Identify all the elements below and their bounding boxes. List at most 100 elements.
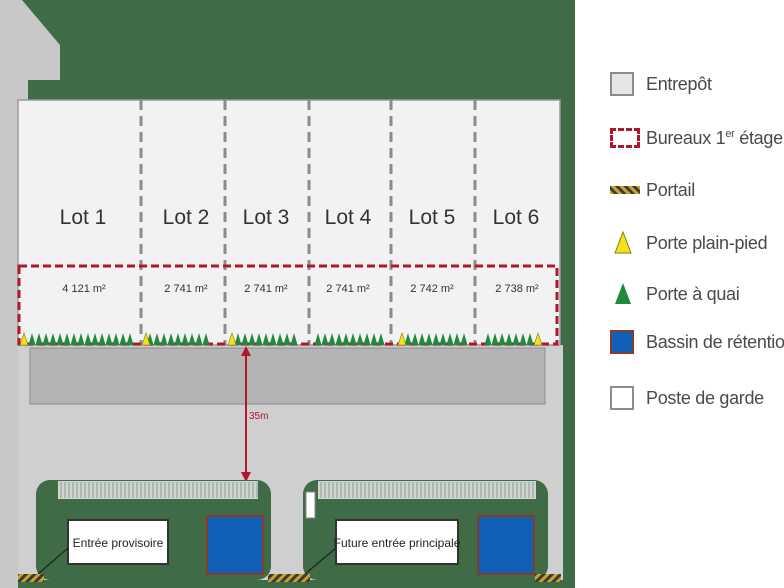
lot-name: Lot 1 bbox=[60, 206, 107, 229]
dock-door-icon bbox=[49, 333, 57, 345]
dock-door-icon bbox=[505, 333, 513, 345]
dock-door-icon bbox=[491, 333, 499, 345]
dock-door-icon bbox=[283, 333, 291, 345]
lot-name: Lot 3 bbox=[243, 206, 290, 229]
dock-door-icon bbox=[234, 333, 242, 345]
parking-left bbox=[58, 481, 258, 499]
dock-door-icon bbox=[262, 333, 270, 345]
legend-label: Portail bbox=[646, 179, 695, 200]
dock-door-icon bbox=[77, 333, 85, 345]
dock-door-icon bbox=[321, 333, 329, 345]
legend-bureaux-sup: er bbox=[725, 127, 735, 140]
legend-item-portail: Portail bbox=[610, 172, 780, 208]
dock-door-icon bbox=[425, 333, 433, 345]
dock-door-icon bbox=[460, 333, 468, 345]
office-outline-swatch-icon bbox=[610, 125, 640, 151]
lot-area: 2 738 m² bbox=[495, 283, 539, 295]
dock-door-icon bbox=[453, 333, 461, 345]
dock-door-icon bbox=[70, 333, 78, 345]
arrow-up-icon bbox=[241, 346, 251, 356]
legend-label: Bureaux 1er étage bbox=[646, 128, 783, 149]
guard-post bbox=[305, 491, 316, 519]
arrow-down-icon bbox=[241, 472, 251, 482]
green-triangle-icon bbox=[610, 281, 636, 307]
guard-post-swatch-icon bbox=[610, 385, 636, 411]
legend-item-porte-quai: Porte à quai bbox=[610, 276, 780, 312]
legend-label: Porte à quai bbox=[646, 283, 740, 304]
dock-door-icon bbox=[276, 333, 284, 345]
dock-door-icon bbox=[411, 333, 419, 345]
dock-door-icon bbox=[484, 333, 492, 345]
warehouse-building bbox=[17, 99, 561, 346]
entrance-label-box bbox=[67, 519, 169, 565]
dock-door-icon bbox=[167, 333, 175, 345]
gate-portail bbox=[18, 574, 44, 582]
legend-label: Porte plain-pied bbox=[646, 232, 768, 253]
lot-dividers bbox=[139, 100, 477, 345]
plain-pied-door-icon bbox=[227, 332, 237, 346]
plain-pied-doors bbox=[19, 332, 543, 346]
dock-door-icon bbox=[418, 333, 426, 345]
dock-door-icon bbox=[342, 333, 350, 345]
offices-outline bbox=[17, 264, 559, 346]
dock-door-icon bbox=[248, 333, 256, 345]
dock-door-icon bbox=[42, 333, 50, 345]
dock-door-icon bbox=[519, 333, 527, 345]
dimension-35m: 35m bbox=[241, 346, 268, 482]
dock-door-icon bbox=[363, 333, 371, 345]
basin-swatch-icon bbox=[610, 329, 636, 355]
gate-swatch-icon bbox=[610, 177, 640, 203]
dock-door-icon bbox=[335, 333, 343, 345]
dock-door-icon bbox=[98, 333, 106, 345]
legend-item-entrepot: Entrepôt bbox=[610, 66, 780, 102]
dock-door-icon bbox=[56, 333, 64, 345]
legend-bureaux-suffix: étage bbox=[734, 127, 783, 148]
dock-door-icon bbox=[446, 333, 454, 345]
dock-door-icon bbox=[91, 333, 99, 345]
lot-name: Lot 4 bbox=[325, 206, 372, 229]
gate-portail bbox=[535, 574, 561, 582]
yellow-triangle-icon bbox=[610, 230, 636, 256]
leader-line bbox=[37, 547, 69, 575]
dock-door-icon bbox=[84, 333, 92, 345]
entrance-principale: Future entrée principale bbox=[334, 519, 461, 565]
dock-door-icon bbox=[432, 333, 440, 345]
plain-pied-door-icon bbox=[533, 332, 543, 346]
legend-label: Entrepôt bbox=[646, 73, 712, 94]
dock-door-icon bbox=[370, 333, 378, 345]
loading-road bbox=[29, 347, 546, 405]
plain-pied-door-icon bbox=[141, 332, 151, 346]
parking-strip bbox=[58, 481, 258, 499]
legend-label: Poste de garde bbox=[646, 387, 764, 408]
dock-door-icon bbox=[63, 333, 71, 345]
dock-door-icon bbox=[356, 333, 364, 345]
lot-area: 2 741 m² bbox=[164, 283, 208, 295]
lot-area: 4 121 m² bbox=[62, 283, 106, 295]
plain-pied-door-icon bbox=[397, 332, 407, 346]
dock-door-icon bbox=[202, 333, 210, 345]
dock-door-icon bbox=[28, 333, 36, 345]
entrance-label: Entrée provisoire bbox=[73, 536, 164, 550]
dock-door-icon bbox=[181, 333, 189, 345]
leader-line bbox=[304, 547, 337, 575]
entrance-label: Future entrée principale bbox=[334, 536, 461, 550]
lot-name: Lot 2 bbox=[163, 206, 210, 229]
retention-basin bbox=[477, 515, 535, 575]
dock-door-icon bbox=[105, 333, 113, 345]
entrance-label-box bbox=[335, 519, 459, 565]
legend-bureaux-text: Bureaux 1 bbox=[646, 127, 726, 148]
lot-area: 2 741 m² bbox=[244, 283, 288, 295]
dock-door-icon bbox=[512, 333, 520, 345]
parking-strip bbox=[318, 481, 536, 499]
plain-pied-door-icon bbox=[19, 332, 29, 346]
dock-door-icon bbox=[439, 333, 447, 345]
warehouse-swatch-icon bbox=[610, 71, 636, 97]
dock-door-icon bbox=[119, 333, 127, 345]
lot-area: 2 742 m² bbox=[410, 283, 454, 295]
dock-doors bbox=[28, 333, 534, 345]
dock-door-icon bbox=[126, 333, 134, 345]
dock-door-icon bbox=[241, 333, 249, 345]
dock-door-icon bbox=[35, 333, 43, 345]
dock-door-icon bbox=[377, 333, 385, 345]
paving-corner bbox=[0, 0, 60, 100]
